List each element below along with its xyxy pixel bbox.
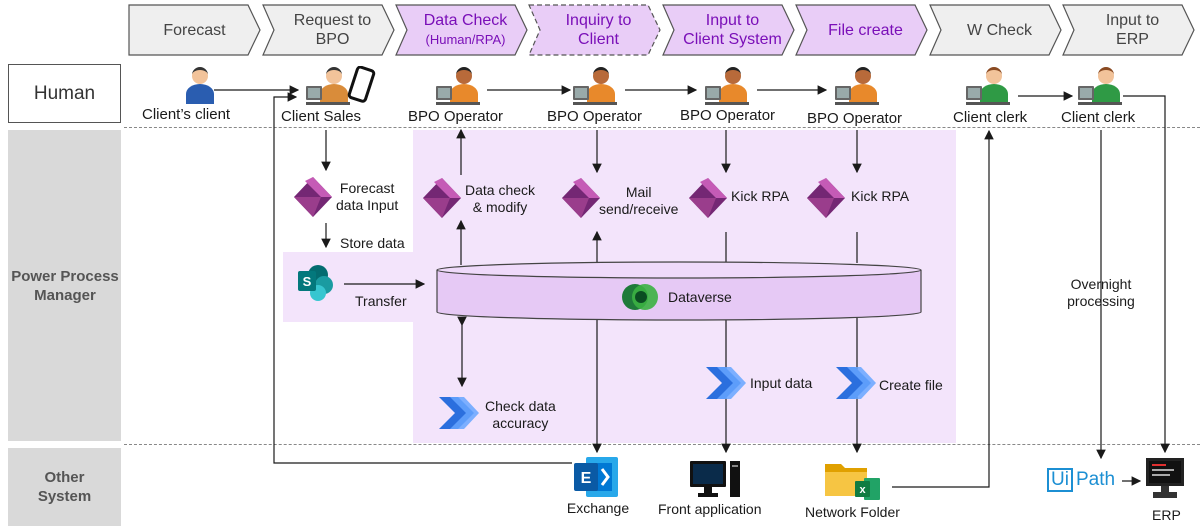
dataverse-icon <box>622 284 658 310</box>
power-automate-icon <box>438 396 480 435</box>
process-step-title: Input to Client System <box>683 12 782 48</box>
power-apps-icon <box>561 177 601 224</box>
automate-label-check-accuracy: Check data accuracy <box>485 398 556 431</box>
lane-divider-bottom <box>124 444 1200 445</box>
person-at-desk-icon <box>306 66 352 111</box>
person-at-desk-icon <box>436 66 482 111</box>
process-step-subtitle: (Human/RPA) <box>425 32 506 47</box>
actor-label-bpo3: BPO Operator <box>680 107 776 124</box>
network-folder-label: Network Folder <box>805 504 900 520</box>
process-step-label: W Check <box>929 4 1062 56</box>
lane-divider-top <box>124 127 1200 128</box>
human-lane-label: Human <box>33 82 96 104</box>
dataverse-cylinder <box>436 261 922 321</box>
erp-computer-icon <box>1146 458 1184 498</box>
process-step-title: File create <box>828 21 903 39</box>
exchange-label: Exchange <box>566 500 630 516</box>
desktop-computer-icon <box>690 461 740 497</box>
process-step-label: Request to BPO <box>262 4 395 56</box>
process-step-title: Data Check <box>423 12 508 29</box>
process-step-label: Forecast <box>128 4 261 56</box>
person-at-desk-icon <box>1078 66 1124 111</box>
actor-label-client-sales: Client Sales <box>281 108 362 125</box>
process-step-title: Request to BPO <box>293 12 372 48</box>
process-step-5: Input to Client System <box>662 4 795 56</box>
excel-icon: x <box>855 478 880 500</box>
dataverse-label: Dataverse <box>668 289 732 305</box>
smartphone-icon <box>347 66 376 103</box>
store-data-label: Store data <box>340 235 405 251</box>
process-step-label: Inquiry to Client <box>528 4 661 56</box>
power-apps-icon <box>688 177 728 224</box>
power-apps-icon <box>293 176 333 223</box>
process-step-label: File create <box>795 4 928 56</box>
flow-exchange-to-sales <box>273 92 572 464</box>
process-step-1: Forecast <box>128 4 261 56</box>
process-step-label: Input to ERP <box>1062 4 1195 56</box>
power-apps-icon <box>422 177 462 224</box>
actor-label-clerk1: Client clerk <box>953 109 1028 126</box>
exchange-icon: E <box>574 457 618 497</box>
actor-label-client-client: Client’s client <box>142 106 231 123</box>
power-apps-icon <box>806 177 846 224</box>
process-step-8: Input to ERP <box>1062 4 1195 56</box>
process-step-7: W Check <box>929 4 1062 56</box>
sharepoint-icon: S <box>298 265 333 301</box>
overnight-label: Overnight processing <box>1067 276 1135 309</box>
person-at-desk-icon <box>705 66 751 111</box>
process-step-label: Input to Client System <box>662 4 795 56</box>
process-step-title: Inquiry to Client <box>565 12 632 48</box>
flow-folder-to-clerk1 <box>892 129 994 488</box>
power-automate-icon <box>835 366 877 405</box>
svg-text:E: E <box>581 470 592 487</box>
transfer-label: Transfer <box>355 293 407 309</box>
person-at-desk-icon <box>966 66 1012 111</box>
actor-label-bpo1: BPO Operator <box>408 108 504 125</box>
process-step-label: Data Check (Human/RPA) <box>395 4 528 56</box>
power-process-lane <box>8 130 121 441</box>
front-application-label: Front application <box>658 501 762 517</box>
actor-label-clerk2: Client clerk <box>1061 109 1136 126</box>
svg-text:S: S <box>303 274 312 289</box>
automate-label-input-data: Input data <box>750 375 813 391</box>
actor-label-bpo4: BPO Operator <box>807 110 903 127</box>
process-step-title: Input to ERP <box>1105 12 1160 48</box>
process-step-4: Inquiry to Client <box>528 4 661 56</box>
person-at-desk-icon <box>172 66 218 111</box>
app-label-kick-rpa-2: Kick RPA <box>851 188 910 204</box>
app-label-data-check: Data check & modify <box>465 182 536 215</box>
uipath-ui-mark: Ui <box>1047 468 1073 492</box>
app-label-mail: Mail send/receive <box>599 184 679 217</box>
uipath-logo: Ui Path <box>1047 467 1115 493</box>
app-label-forecast-input: Forecast data Input <box>336 180 399 213</box>
app-label-kick-rpa-1: Kick RPA <box>731 188 790 204</box>
process-step-3: Data Check (Human/RPA) <box>395 4 528 56</box>
flow-clerk2-to-erp <box>1123 95 1170 454</box>
erp-label: ERP <box>1152 507 1181 523</box>
person-at-desk-icon <box>835 66 881 111</box>
process-step-6: File create <box>795 4 928 56</box>
automate-label-create-file: Create file <box>879 377 943 393</box>
svg-text:x: x <box>859 484 866 496</box>
process-step-title: W Check <box>967 21 1032 39</box>
power-automate-icon <box>705 366 747 405</box>
process-step-title: Forecast <box>163 21 226 39</box>
other-system-lane-label: Other System <box>37 469 92 505</box>
person-at-desk-icon <box>573 66 619 111</box>
human-lane-label-box <box>8 64 121 123</box>
power-process-lane-label: Power Process Manager <box>11 267 119 304</box>
actor-label-bpo2: BPO Operator <box>547 108 643 125</box>
other-system-lane <box>8 448 121 526</box>
uipath-path-text: Path <box>1075 469 1116 490</box>
process-step-2: Request to BPO <box>262 4 395 56</box>
